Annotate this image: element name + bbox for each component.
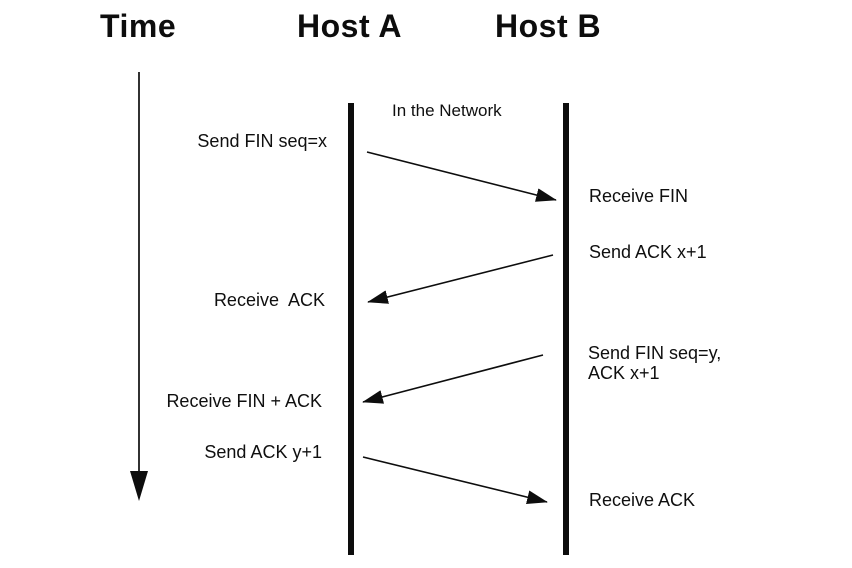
- event-receive-fin-plus-ack: Receive FIN + ACK: [166, 391, 322, 411]
- event-send-fin-seq-y-ack-x-plus-1: Send FIN seq=y, ACK x+1: [588, 343, 722, 383]
- time-axis-arrowhead-icon: [130, 471, 148, 501]
- message-arrow-ack-a-to-b: [362, 456, 548, 504]
- message-arrow-fin-a-to-b: [366, 151, 557, 202]
- message-arrow-fin-ack-b-to-a: [362, 354, 544, 404]
- event-receive-ack-host-b: Receive ACK: [589, 490, 696, 510]
- host-a-label: Host A: [297, 8, 402, 44]
- event-receive-ack-host-a: Receive ACK: [213, 290, 325, 310]
- event-receive-fin: Receive FIN: [589, 186, 689, 206]
- event-send-ack-y-plus-1: Send ACK y+1: [204, 442, 322, 462]
- event-send-ack-x-plus-1: Send ACK x+1: [589, 242, 707, 262]
- network-region-label: In the Network: [392, 101, 502, 120]
- message-arrow-ack-b-to-a: [367, 254, 554, 304]
- time-axis-label: Time: [100, 8, 177, 44]
- event-send-fin-seq-x: Send FIN seq=x: [197, 131, 327, 151]
- host-b-label: Host B: [495, 8, 602, 44]
